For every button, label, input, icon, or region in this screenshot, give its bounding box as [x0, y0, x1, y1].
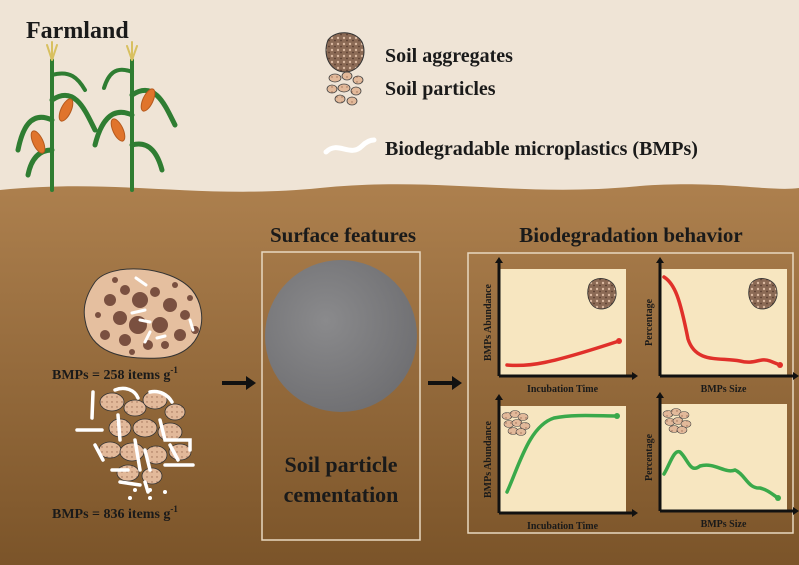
surface-features-heading: Surface features: [270, 223, 416, 247]
cementation-caption: Soil particle: [284, 452, 397, 477]
biodegradation-heading: Biodegradation behavior: [519, 223, 742, 247]
trend-curve: [662, 275, 782, 367]
y-axis-label: Percentage: [644, 298, 655, 346]
biodegradation-plot: Incubation Time BMPs Abundance: [483, 394, 638, 532]
trend-curve: [505, 413, 619, 494]
trend-curve: [662, 449, 780, 500]
y-axis-label: BMPs Abundance: [483, 283, 494, 361]
trend-curve: [505, 339, 621, 368]
soil-aggregate-icon: [587, 278, 617, 310]
cementation-caption: cementation: [284, 482, 399, 507]
arrow-right-icon: [222, 376, 256, 390]
soil-particles-illustration: [75, 386, 195, 500]
svg-text:Biodegradable microplastics (B: Biodegradable microplastics (BMPs): [385, 138, 698, 160]
x-axis-label: Incubation Time: [527, 521, 599, 532]
y-axis-label: Percentage: [644, 433, 655, 481]
x-axis-label: Incubation Time: [527, 384, 599, 395]
biodegradation-plot: BMPs Size Percentage: [644, 257, 799, 395]
biodegradation-plot: BMPs Size Percentage: [644, 392, 799, 530]
corn-plant-icon: [92, 41, 178, 192]
particles-bmps-count: BMPs = 836 items g-1: [52, 504, 178, 522]
farmland-title: Farmland: [26, 18, 129, 44]
x-axis-label: BMPs Size: [701, 519, 747, 530]
microplastic-icon: [323, 137, 377, 155]
soil-aggregate-icon: [748, 278, 778, 310]
soil-particles-icon: [501, 410, 531, 436]
biodegradation-plot: Incubation Time BMPs Abundance: [483, 257, 638, 395]
arrow-right-icon: [428, 376, 462, 390]
soil-aggregate-illustration: [83, 268, 203, 359]
soil-particles-icon: [326, 71, 364, 106]
corn-plant-icon: [15, 41, 98, 192]
y-axis-label: BMPs Abundance: [483, 420, 494, 498]
svg-text:Soil aggregates: Soil aggregates: [385, 45, 513, 67]
surface-features-box: [261, 251, 421, 541]
biodegradation-box: [467, 252, 794, 534]
soil-particles-icon: [662, 408, 692, 434]
sem-image: [265, 260, 417, 412]
x-axis-label: BMPs Size: [701, 384, 747, 395]
aggregate-bmps-count: BMPs = 258 items g-1: [52, 365, 178, 383]
legend: Soil aggregates Soil particles Biodegrad…: [323, 32, 698, 160]
svg-text:Soil particles: Soil particles: [385, 78, 496, 100]
soil-aggregate-icon: [325, 32, 365, 73]
